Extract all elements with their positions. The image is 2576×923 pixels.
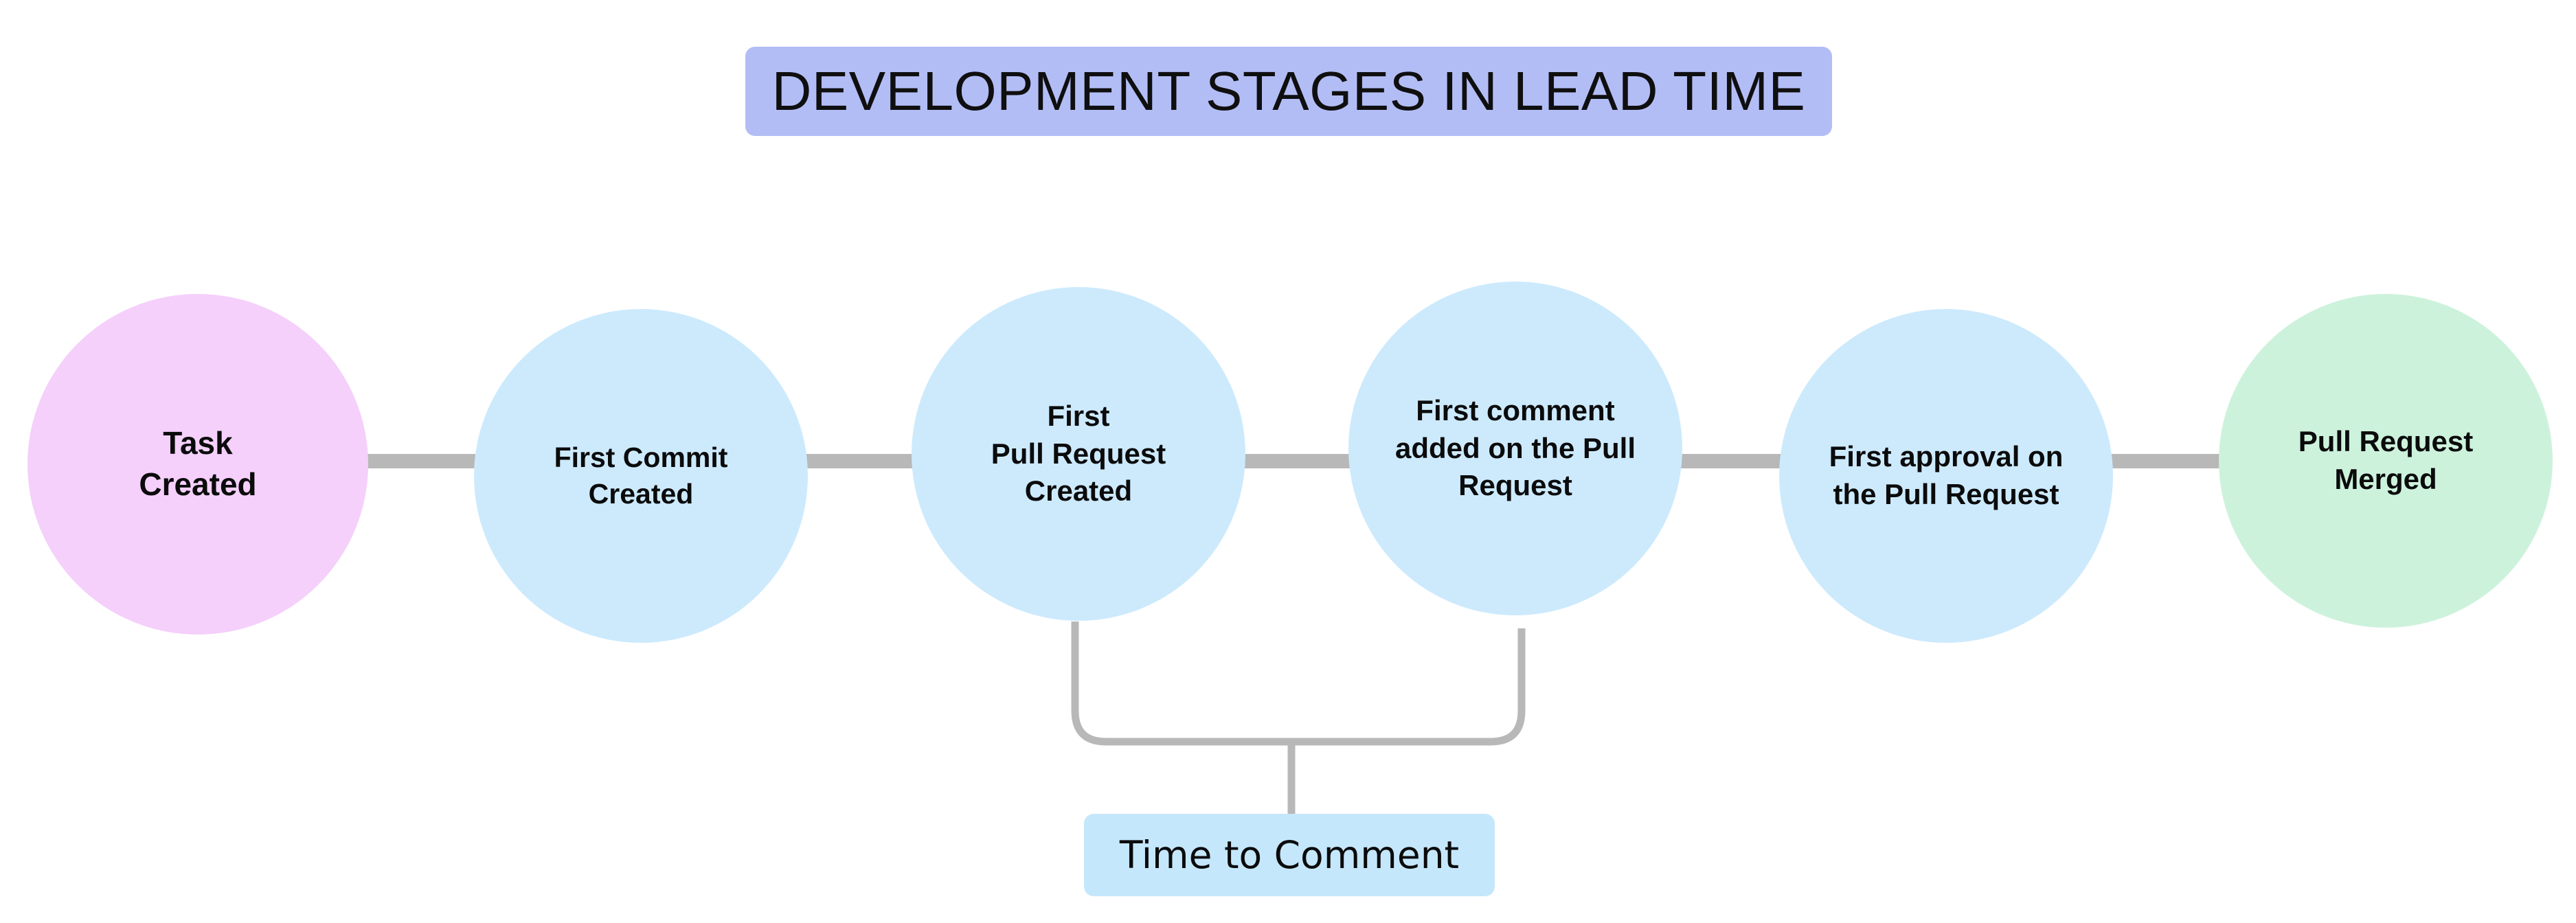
stage-label-first-comment: First comment added on the Pull Request: [1394, 394, 1636, 502]
stage-node-first-pull-request[interactable]: First Pull Request Created: [912, 287, 1245, 621]
connector-first-pull-request-to-first-comment: [1233, 454, 1360, 468]
stage-label-pull-request-merged: Pull Request Merged: [2298, 425, 2474, 495]
diagram-title-banner: DEVELOPMENT STAGES IN LEAD TIME: [745, 47, 1832, 136]
stage-node-task-created[interactable]: Task Created: [27, 294, 368, 635]
stage-label-first-commit: First Commit Created: [554, 441, 728, 510]
stage-node-first-commit[interactable]: First Commit Created: [474, 309, 808, 643]
connector-first-commit-to-first-pull-request: [797, 454, 924, 468]
time-to-comment-bracket: [1071, 622, 1526, 815]
annotation-chip-time-to-comment[interactable]: Time to Comment: [1084, 814, 1495, 896]
stage-label-task-created: Task Created: [139, 425, 257, 502]
stage-node-first-comment[interactable]: First comment added on the Pull Request: [1348, 282, 1682, 615]
connector-first-approval-to-pull-request-merged: [2106, 454, 2230, 468]
stage-node-first-approval[interactable]: First approval on the Pull Request: [1779, 309, 2113, 643]
annotation-label-time-to-comment: Time to Comment: [1119, 832, 1460, 877]
connector-first-comment-to-first-approval: [1671, 454, 1791, 468]
stage-label-first-pull-request: First Pull Request Created: [991, 400, 1166, 508]
stage-label-first-approval: First approval on the Pull Request: [1829, 440, 2064, 510]
stage-node-pull-request-merged[interactable]: Pull Request Merged: [2219, 294, 2553, 628]
page-title: DEVELOPMENT STAGES IN LEAD TIME: [771, 60, 1806, 122]
connector-task-created-to-first-commit: [356, 454, 486, 468]
